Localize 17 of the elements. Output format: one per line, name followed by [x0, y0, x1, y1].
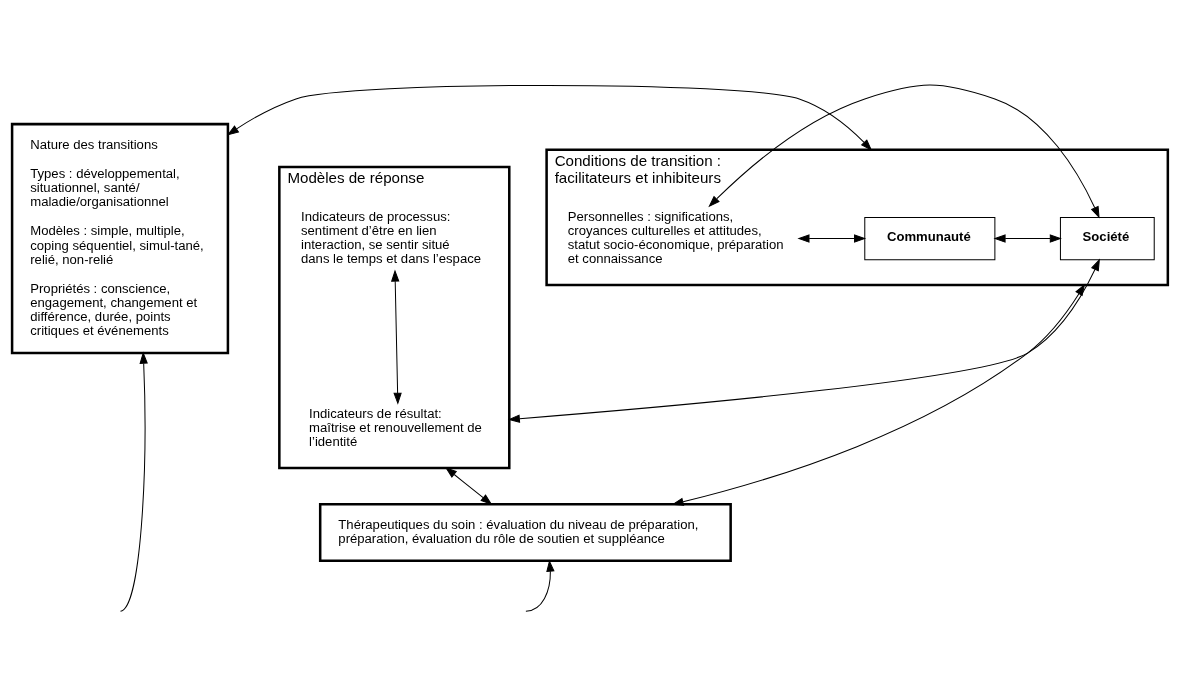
arrow	[390, 269, 402, 405]
node-text: Personnelles : significations, croyances culturelles et attitudes, statut socio-économique, préparation et connaissance	[567, 208, 784, 267]
node-box: Thérapeutiques du soin : évaluation du niveau de préparation, préparation, évaluation du rôle de soutien et suppléance	[318, 503, 732, 563]
arrow	[671, 283, 1086, 506]
arrow	[444, 467, 493, 506]
node-box: Nature des transitions Types : développemental, situationnel, santé/ maladie/organisationnel Modèles : simple, multiple, coping séquentiel, simul-tané, relié, non-relié Propriétés : conscience, engagement, changement et différence, durée, points critiques et événements	[10, 122, 230, 355]
arrow	[993, 234, 1062, 243]
arrow	[525, 559, 555, 612]
arrow	[708, 84, 1100, 219]
arrow	[797, 234, 867, 243]
arrow	[120, 351, 148, 612]
node-text: Indicateurs de processus: sentiment d’être en lien interaction, se sentir situé dans le temps et dans l’espace	[301, 208, 482, 267]
node-box: Société	[1059, 216, 1155, 261]
arrow	[226, 84, 873, 151]
arrow	[507, 258, 1100, 423]
node-box: Communauté	[864, 216, 996, 261]
node-text: Indicateurs de résultat: maîtrise et renouvellement de l’identité	[309, 406, 482, 450]
